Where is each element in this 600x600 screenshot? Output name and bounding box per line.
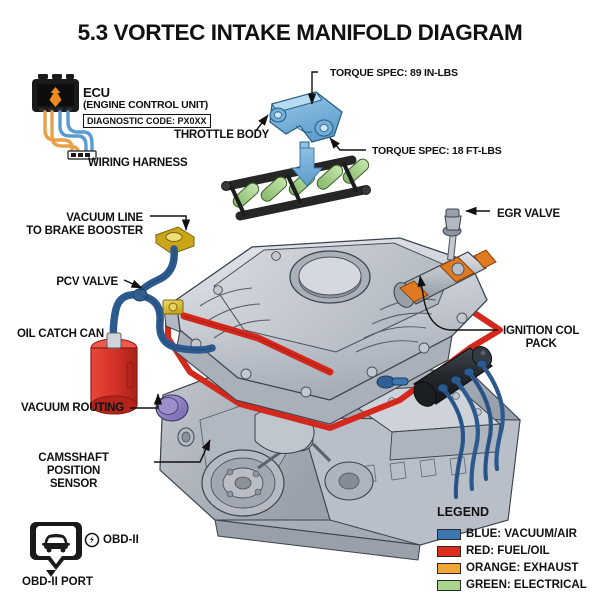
diagnostic-code-box: DIAGNOSTIC CODE: PX0XX (83, 114, 211, 128)
camshaft-position-sensor-part (177, 427, 195, 447)
callout-throttle-body: THROTTLE BODY (174, 129, 270, 141)
ecu-sublabel: (ENGINE CONTROL UNIT) (83, 99, 209, 111)
legend-swatch-red (437, 545, 461, 557)
harness-connector-icon (67, 150, 97, 160)
page-title: 5.3 VORTEC INTAKE MANIFOLD DIAGRAM (77, 20, 523, 45)
ecu-icon (32, 74, 79, 112)
obd-port-icon (30, 522, 82, 577)
callout-egr-valve: EGR VALVE (497, 208, 560, 220)
oil-catch-can-part (90, 332, 138, 415)
assembly-arrow-icon (290, 147, 324, 187)
callout-wiring-harness: WIRING HARNESS (88, 157, 188, 169)
callout-torque-spec-18: TORQUE SPEC: 18 FT-LBS (372, 145, 502, 157)
callout-vacuum-line: VACUUM LINE TO BRAKE BOOSTER (26, 212, 143, 237)
intake-manifold-part (162, 237, 503, 431)
brake-booster-fitting (154, 226, 196, 255)
vacuum-system-part (90, 226, 216, 415)
legend-label-red: RED: FUEL/OIL (466, 545, 550, 557)
callout-camshaft-position-sensor: CAMSSHAFT POSITION SENSOR (38, 452, 109, 490)
ignition-coil-pack-part (413, 346, 505, 500)
legend-item-blue: BLUE: VACUUM/AIR (437, 528, 577, 540)
obd-connector-icon (84, 532, 100, 548)
legend-item-red: RED: FUEL/OIL (437, 545, 550, 557)
wiring-harness-graphic (43, 110, 94, 156)
obd-port-label: OBD-II PORT (22, 576, 93, 588)
callout-oil-catch-can: OIL CATCH CAN (16, 328, 104, 340)
pcv-fitting-part (162, 299, 184, 315)
legend-heading: LEGEND (437, 505, 490, 519)
legend-swatch-blue (437, 528, 461, 540)
obd-badge-label: OBD-II (103, 534, 139, 546)
callout-pcv-valve: PCV VALVE (56, 276, 118, 288)
callout-vacuum-routing: VACUUM ROUTING (20, 402, 124, 414)
legend-item-orange: ORANGE: EXHAUST (437, 562, 578, 574)
egr-valve-part (393, 208, 497, 308)
callout-ignition-coil-pack: IGNITION COL PACK (503, 325, 580, 350)
car-front-icon (42, 534, 70, 553)
legend-swatch-green (437, 579, 461, 591)
map-sensor-part (376, 375, 409, 389)
callout-leaders (123, 71, 498, 463)
legend-item-green: GREEN: ELECTRICAL (437, 579, 587, 591)
legend-label-green: GREEN: ELECTRICAL (466, 579, 587, 591)
legend-swatch-orange (437, 562, 461, 574)
ecu-label: ECU (83, 85, 110, 100)
legend-label-orange: ORANGE: EXHAUST (466, 562, 579, 574)
legend-label-blue: BLUE: VACUUM/AIR (466, 528, 577, 540)
callout-torque-spec-89: TORQUE SPEC: 89 IN-LBS (330, 67, 458, 79)
